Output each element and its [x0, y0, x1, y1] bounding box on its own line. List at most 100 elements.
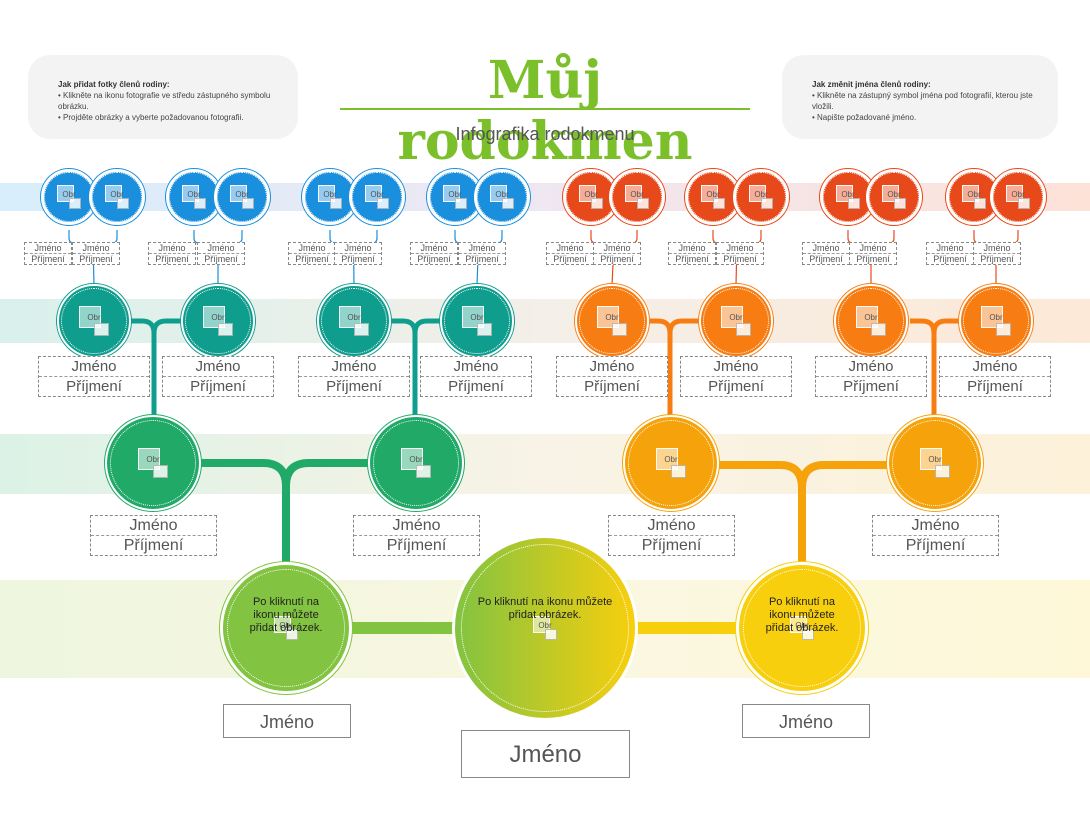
first-name-field[interactable]: Jméno [198, 243, 244, 254]
first-name-field[interactable]: Jméno [803, 243, 849, 254]
first-name-field[interactable]: Jméno [547, 243, 593, 254]
last-name-field[interactable]: Příjmení [980, 254, 1014, 264]
self-row-name-3[interactable]: Jméno [742, 704, 870, 738]
great-grandparent-photo-4-picture-icon[interactable]: Obr [230, 185, 254, 209]
first-name-field[interactable]: Jméno [873, 516, 998, 536]
first-name-field[interactable]: Jméno [557, 357, 667, 377]
great-grandparent-photo-16-picture-icon[interactable]: Obr [1006, 185, 1030, 209]
first-name-field[interactable]: Jméno [816, 357, 926, 377]
self-row-photo-3-picture-icon[interactable]: Obr [790, 616, 814, 640]
great-grandparent-photo-12-picture-icon[interactable]: Obr [749, 185, 773, 209]
last-name-field[interactable]: Příjmení [417, 254, 451, 264]
great-grandparent-photo-6-picture-icon[interactable]: Obr [365, 185, 389, 209]
great-grandparent-photo-5-picture-icon[interactable]: Obr [318, 185, 342, 209]
first-name-field[interactable]: Jméno [594, 243, 640, 254]
last-name-field[interactable]: Příjmení [465, 254, 499, 264]
last-name-field[interactable]: Příjmení [326, 378, 382, 395]
last-name-field[interactable]: Příjmení [723, 254, 757, 264]
first-name-field[interactable]: Jméno [25, 243, 71, 254]
last-name-field[interactable]: Příjmení [190, 378, 246, 395]
great-grandparent-photo-10-picture-icon[interactable]: Obr [625, 185, 649, 209]
grandparent-photo-8-picture-icon[interactable]: Obr [981, 306, 1011, 336]
last-name-field[interactable]: Příjmení [809, 254, 843, 264]
last-name-field[interactable]: Příjmení [967, 378, 1023, 395]
first-name-field[interactable]: Jméno [421, 357, 531, 377]
last-name-field[interactable]: Příjmení [204, 254, 238, 264]
great-grandparent-photo-13-picture-icon[interactable]: Obr [836, 185, 860, 209]
grandparent-photo-2-picture-icon[interactable]: Obr [203, 306, 233, 336]
last-name-field[interactable]: Příjmení [123, 537, 184, 554]
self-row-photo-1-picture-icon[interactable]: Obr [274, 616, 298, 640]
last-name-field[interactable]: Příjmení [675, 254, 709, 264]
first-name-field[interactable]: Jméno [681, 357, 791, 377]
last-name-field[interactable]: Příjmení [708, 378, 764, 395]
last-name-field[interactable]: Příjmení [66, 378, 122, 395]
great-grandparent-photo-3-picture-icon[interactable]: Obr [182, 185, 206, 209]
great-grandparent-photo-14-picture-icon[interactable]: Obr [882, 185, 906, 209]
grandparent-photo-1-picture-icon[interactable]: Obr [79, 306, 109, 336]
first-name-field[interactable]: Jméno [73, 243, 119, 254]
grandparent-photo-6-picture-icon[interactable]: Obr [721, 306, 751, 336]
self-row-name-2[interactable]: Jméno [461, 730, 630, 778]
great-grandparent-photo-9-picture-icon[interactable]: Obr [579, 185, 603, 209]
great-grandparent-photo-8-picture-icon[interactable]: Obr [490, 185, 514, 209]
last-name-field[interactable]: Příjmení [31, 254, 65, 264]
last-name-field[interactable]: Příjmení [295, 254, 329, 264]
first-name-field[interactable]: Jméno [974, 243, 1020, 254]
last-name-field[interactable]: Příjmení [600, 254, 634, 264]
great-grandparent-photo-2-picture-icon[interactable]: Obr [105, 185, 129, 209]
first-name-field[interactable]: Jméno [717, 243, 763, 254]
first-name-field[interactable]: Jméno [289, 243, 335, 254]
parent-photo-4-picture-icon[interactable]: Obr [920, 448, 950, 478]
first-name-field[interactable]: Jméno [39, 357, 149, 377]
last-name-field[interactable]: Příjmení [584, 378, 640, 395]
first-name-field[interactable]: Jméno [299, 357, 409, 377]
first-name-field[interactable]: Jméno [354, 516, 479, 536]
great-grandparent-photo-1-picture-icon[interactable]: Obr [57, 185, 81, 209]
first-name-field[interactable]: Jméno [927, 243, 973, 254]
great-grandparent-photo-7-picture-icon[interactable]: Obr [443, 185, 467, 209]
first-name-field[interactable]: Jméno [163, 357, 273, 377]
last-name-field[interactable]: Příjmení [448, 378, 504, 395]
first-name-field[interactable]: Jméno [459, 243, 505, 254]
first-name-field[interactable]: Jméno [149, 243, 195, 254]
last-name-field[interactable]: Příjmení [79, 254, 113, 264]
first-name-field[interactable]: Jméno [669, 243, 715, 254]
grandparent-photo-4-picture-icon[interactable]: Obr [462, 306, 492, 336]
last-name-field[interactable]: Příjmení [155, 254, 189, 264]
great-grandparent-photo-11-picture-icon[interactable]: Obr [701, 185, 725, 209]
self-row-name-1[interactable]: Jméno [223, 704, 351, 738]
grandparent-photo-7-picture-icon[interactable]: Obr [856, 306, 886, 336]
last-name-field[interactable]: Příjmení [843, 378, 899, 395]
parent-photo-2-picture-icon[interactable]: Obr [401, 448, 431, 478]
last-name-field[interactable]: Příjmení [341, 254, 375, 264]
first-name-field[interactable]: Jméno [850, 243, 896, 254]
parent-photo-1-picture-icon[interactable]: Obr [138, 448, 168, 478]
grandparent-photo-5-picture-icon[interactable]: Obr [597, 306, 627, 336]
